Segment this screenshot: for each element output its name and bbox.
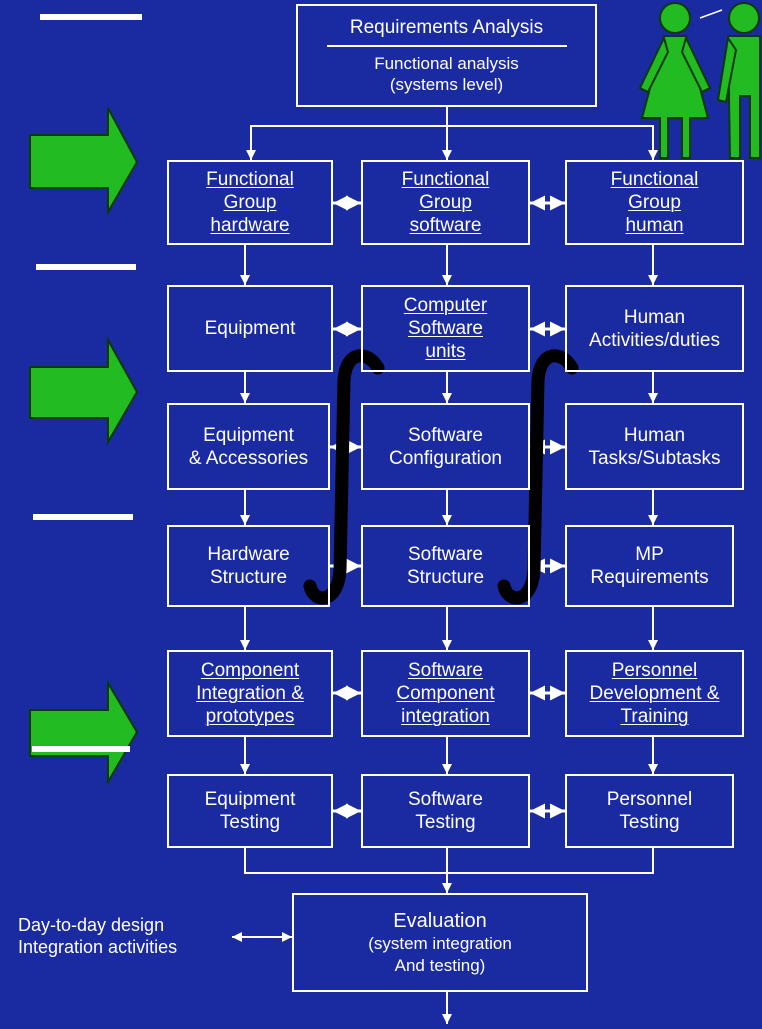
top-connectors (246, 107, 658, 160)
component-integration-box: Component Integration & prototypes (167, 650, 333, 737)
vertical-arrows (240, 245, 658, 774)
hardware-structure-box: Hardware Structure (167, 525, 330, 607)
requirements-subtitle: Functional analysis (systems level) (374, 54, 519, 94)
left-bar (36, 264, 136, 270)
evaluation-subtitle: (system integration And testing) (368, 933, 512, 975)
bottom-connectors (232, 848, 654, 1024)
left-bar (40, 14, 142, 20)
equipment-testing-box: Equipment Testing (167, 774, 333, 848)
software-configuration-box: Software Configuration (361, 403, 530, 490)
human-activities-box: Human Activities/duties (565, 285, 744, 372)
personnel-development-box: Personnel Development & Training (565, 650, 744, 737)
computer-software-units-box: Computer Software units (361, 285, 530, 372)
equipment-box: Equipment (167, 285, 333, 372)
green-right-arrow-icon (29, 336, 139, 446)
equipment-accessories-box: Equipment & Accessories (167, 403, 330, 490)
evaluation-title: Evaluation (393, 909, 487, 932)
left-bar (32, 746, 130, 752)
requirements-analysis-box: Requirements Analysis Functional analysi… (296, 4, 597, 107)
mp-requirements-box: MP Requirements (565, 525, 734, 607)
functional-group-hardware-box: Functional Group hardware (167, 160, 333, 245)
requirements-title: Requirements Analysis (349, 17, 544, 38)
software-structure-box: Software Structure (361, 525, 530, 607)
functional-group-software-box: Functional Group software (361, 160, 530, 245)
green-right-arrow-icon (29, 679, 139, 786)
left-bar (33, 514, 133, 520)
personnel-testing-box: Personnel Testing (565, 774, 734, 848)
title-divider (326, 45, 567, 47)
software-component-integration-box: Software Component integration (361, 650, 530, 737)
human-tasks-box: Human Tasks/Subtasks (565, 403, 744, 490)
software-testing-box: Software Testing (361, 774, 530, 848)
functional-group-human-box: Functional Group human (565, 160, 744, 245)
person-icon (699, 2, 761, 159)
integral-sign-icon (303, 349, 385, 605)
person-icon (638, 2, 712, 159)
green-right-arrow-icon (29, 107, 139, 216)
integral-sign-icon (497, 349, 579, 605)
side-label: Day-to-day design Integration activities (18, 915, 178, 957)
evaluation-box: Evaluation (system integration And testi… (292, 893, 588, 992)
